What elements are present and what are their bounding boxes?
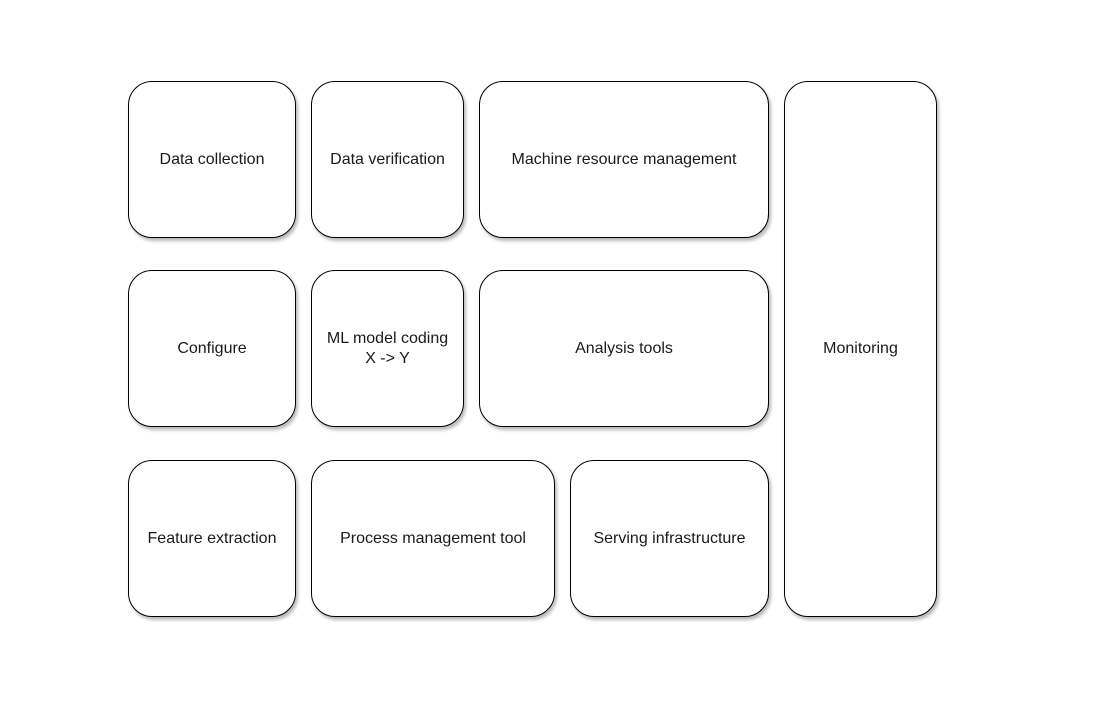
ml-model-coding-line2: X -> Y: [365, 349, 410, 367]
machine-resource-management-box: Machine resource management: [479, 81, 769, 238]
process-management-tool-box: Process management tool: [311, 460, 555, 617]
serving-infrastructure-label: Serving infrastructure: [593, 529, 746, 547]
analysis-tools-box: Analysis tools: [479, 270, 769, 427]
data-collection-label: Data collection: [159, 150, 265, 168]
data-verification-box: Data verification: [311, 81, 464, 238]
data-collection-box: Data collection: [128, 81, 296, 238]
ml-model-coding-box: ML model coding X -> Y: [311, 270, 464, 427]
ml-model-coding-line1: ML model coding: [326, 329, 449, 347]
serving-infrastructure-box: Serving infrastructure: [570, 460, 769, 617]
configure-label: Configure: [177, 339, 247, 357]
feature-extraction-label: Feature extraction: [147, 529, 277, 547]
monitoring-label: Monitoring: [823, 340, 898, 357]
feature-extraction-box: Feature extraction: [128, 460, 296, 617]
analysis-tools-label: Analysis tools: [575, 339, 673, 357]
data-verification-label: Data verification: [330, 150, 445, 168]
monitoring-box: Monitoring: [784, 81, 937, 617]
process-management-tool-label: Process management tool: [340, 529, 526, 547]
configure-box: Configure: [128, 270, 296, 427]
machine-resource-management-label: Machine resource management: [511, 150, 737, 168]
ml-model-coding-label: ML model coding X -> Y: [321, 329, 454, 369]
